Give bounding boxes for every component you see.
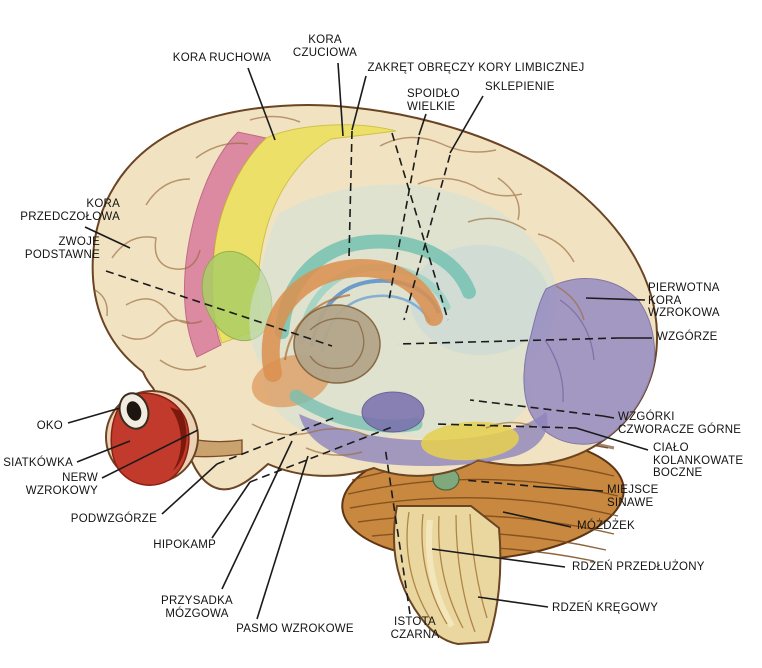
label-mozdzek: MÓŻDŻEK [577,520,635,532]
dash-zwoje-podstawne [105,270,333,347]
label-wzgorze: WZGÓRZE [657,331,718,343]
label-nerw-wzrokowy: NERW WZROKOWY [25,472,98,497]
label-wzgorki-czworacze: WZGÓRKI CZWORACZE GÓRNE [618,411,742,436]
brainstem-fibers [406,511,488,633]
dash-interior-extra [391,132,449,321]
label-przysadka-mozgowa: PRZYSADKA MÓZGOWA [161,595,233,620]
label-pasmo-wzrokowe: PASMO WZROKOWE [236,623,354,635]
temporal-yellow-patch [421,421,519,461]
label-cialo-kolankowate: CIAŁO KOLANKOWATE BOCZNE [653,442,744,479]
leader-spoidlo-wielkie [418,113,427,136]
label-rdzen-kregowy: RDZEŃ KRĘGOWY [552,602,659,614]
label-kora-ruchowa: KORA RUCHOWA [172,52,272,64]
dash-wzgorki [469,399,604,417]
gyri-lines [94,115,585,456]
hippocampus-purple-blob [361,391,425,433]
leader-rdzen-kregowy [477,596,549,608]
label-spoidlo-wielkie: SPOIDŁO WIELKIE [407,88,460,113]
thalamus-gray-blob [293,304,381,384]
leader-siatkowka [76,440,131,463]
retina-shadow [170,407,187,471]
label-sklepienie: SKLEPIENIE [485,81,555,93]
leader-oko [67,407,121,424]
dash-cialo-kolankowate [435,423,577,429]
leader-kora-czuciowa [337,62,344,137]
brainstem [393,505,502,646]
leader-kora-ruchowa [247,67,276,141]
leader-lines-dashed [105,130,620,615]
cortex-regions [94,115,656,467]
label-miejsce-sinawe: MIEJSCE SINAWE [607,484,659,509]
dash-zakret-obreczy [348,130,353,259]
leader-lines-solid [67,62,652,620]
leader-pierwotna-kora [585,297,646,301]
leader-cialo-kolankowate [575,427,649,451]
leader-sklepienie [449,95,484,154]
leader-nerw-wzrokowy [101,429,199,479]
leader-podwzgorze [161,463,218,515]
label-siatkowka: SIATKÓWKA [3,457,73,469]
label-zwoje-podstawne: ZWOJE PODSTAWNE [24,236,100,261]
leader-pasmo-wzrokowe [256,455,309,620]
leader-mozdzek [502,511,572,528]
label-kora-przedczolowa: KORA PRZEDCZOŁOWA [20,198,120,223]
label-istota-czarna: ISTOTA CZARNA [390,616,440,641]
label-rdzen-przedluzony: RDZEŃ PRZEDŁUŻONY [572,561,705,573]
dash-istota-czarna [384,446,411,615]
leader-hipokamp [211,481,251,539]
leader-przysadka [221,440,293,590]
leader-zakret-obreczy [351,75,367,131]
eye [105,390,243,486]
pupil [126,401,142,421]
label-zakret-obreczy: ZAKRĘT OBRĘCZY KORY LIMBICZNEJ [367,62,585,74]
parietal-blue-wash [410,245,550,355]
dash-podwzgorze [216,416,337,465]
label-kora-czuciowa: KORA CZUCIOWA [292,34,358,59]
leader-kora-przedczolowa [84,226,131,249]
dash-spoidlo-wielkie [388,136,420,301]
dash-sklepienie [403,154,451,321]
label-hipokamp: HIPOKAMP [153,539,216,551]
leader-wzgorki [602,415,615,419]
basal-ganglia-orange-loop [261,259,443,382]
label-podwzgorze: PODWZGÓRZE [70,513,157,525]
label-pierwotna-kora: PIERWOTNA KORA WZROKOWA [648,282,720,319]
dash-wzgorze [397,337,620,345]
label-oko: OKO [36,420,63,432]
occipital-purple-region [523,278,656,445]
occipital-detail-1 [559,299,595,361]
occipital-detail-2 [544,339,564,403]
leader-rdzen-przedluzony [431,548,566,568]
thalamus-detail [309,317,365,370]
leader-miejsce-sinawe [540,486,604,492]
